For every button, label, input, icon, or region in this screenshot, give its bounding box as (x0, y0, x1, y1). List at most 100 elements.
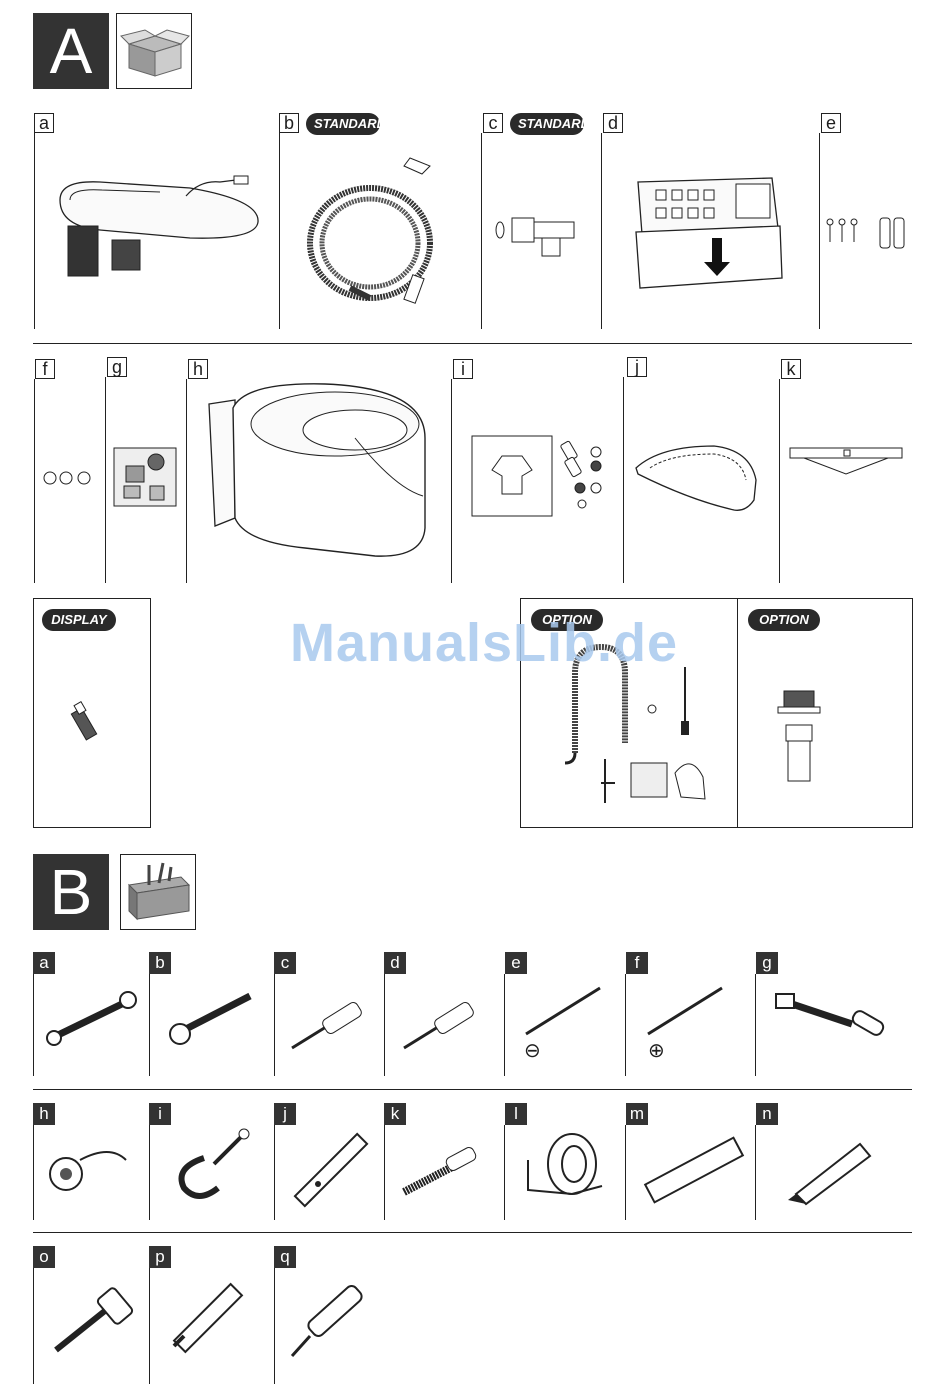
phillips-screwdriver-icon (284, 988, 384, 1058)
mounting-rail-illustration (790, 446, 910, 486)
divider (625, 974, 626, 1076)
standard-badge: STANDARD (510, 113, 584, 135)
display-badge: DISPLAY (42, 609, 116, 631)
tool-label-i: i (149, 1103, 171, 1125)
drill-icon (40, 1140, 140, 1210)
item-label-c: c (483, 113, 503, 133)
item-label-b: b (279, 113, 299, 133)
tool-label-j: j (274, 1103, 296, 1125)
divider (384, 974, 385, 1076)
option-badge: OPTION (748, 609, 820, 631)
item-label-d: d (603, 113, 623, 133)
watermark: ManualsLib.de (290, 612, 678, 674)
item-label-i: i (453, 359, 473, 379)
supply-hose-illustration (290, 148, 480, 318)
item-label-g: g (107, 357, 127, 377)
row-separator (33, 1089, 912, 1090)
small-phillips-screwdriver-icon (642, 982, 732, 1042)
ratchet-wrench-icon (772, 984, 892, 1054)
divider (451, 379, 452, 583)
divider (186, 379, 187, 583)
screws-and-batteries-illustration (824, 216, 914, 256)
divider (149, 1125, 150, 1220)
item-label-e: e (821, 113, 841, 133)
display-connector-illustration (70, 699, 110, 749)
tool-label-a: a (33, 952, 55, 974)
divider (105, 377, 106, 583)
divider (384, 1125, 385, 1220)
shower-toilet-seat-illustration (40, 160, 280, 300)
divider (625, 1125, 626, 1220)
adhesive-tape-icon (522, 1130, 612, 1210)
divider (33, 974, 34, 1076)
divider (274, 974, 275, 1076)
divider (601, 133, 602, 329)
item-label-j: j (627, 357, 647, 377)
pipe-cutter-icon (164, 1128, 264, 1208)
divider (779, 379, 780, 583)
box-icon (116, 13, 192, 89)
fitting-bag-illustration (112, 446, 182, 510)
adjustable-wrench-icon (160, 986, 270, 1056)
divider (504, 1125, 505, 1220)
row-separator (33, 1232, 912, 1233)
divider (149, 974, 150, 1076)
tool-label-h: h (33, 1103, 55, 1125)
open-end-wrench-icon (46, 990, 146, 1050)
tool-label-q: q (274, 1246, 296, 1268)
divider (33, 1125, 34, 1220)
tool-label-p: p (149, 1246, 171, 1268)
tool-label-d: d (384, 952, 406, 974)
nuts-and-washers-illustration (42, 468, 102, 488)
item-label-f: f (35, 359, 55, 379)
tool-label-e: e (505, 952, 527, 974)
tool-label-b: b (149, 952, 171, 974)
divider (33, 1268, 34, 1384)
section-b-title: B (33, 854, 109, 930)
pencil-icon (780, 1130, 890, 1210)
cover-plate-illustration (630, 440, 770, 520)
tool-label-g: g (756, 952, 778, 974)
file-rasp-icon (398, 1136, 498, 1206)
divider (34, 379, 35, 583)
divider (755, 974, 756, 1076)
divider (481, 133, 482, 329)
divider (279, 133, 280, 329)
ruler-icon (642, 1130, 752, 1210)
tool-label-n: n (756, 1103, 778, 1125)
section-a-title: A (33, 13, 109, 89)
option-panel-2: OPTION (737, 598, 913, 828)
divider (504, 974, 505, 1076)
angle-valve-illustration (492, 208, 592, 268)
utility-knife-icon (168, 1282, 258, 1362)
divider (274, 1268, 275, 1384)
small-flat-screwdriver-icon (520, 982, 610, 1042)
flat-screwdriver-icon (396, 988, 496, 1058)
item-label-a: a (34, 113, 54, 133)
template-and-bolts-illustration (472, 436, 622, 526)
divider (755, 1125, 756, 1220)
plus-symbol: ⊕ (648, 1038, 665, 1063)
spirit-level-icon (284, 1130, 384, 1210)
mallet-hammer-icon (50, 1290, 150, 1370)
minus-symbol: ⊖ (524, 1038, 541, 1063)
toolbox-icon (120, 854, 196, 930)
wall-hung-toilet-illustration (205, 378, 435, 568)
divider (623, 377, 624, 583)
cardboard-box-icon (117, 14, 193, 90)
display-panel: DISPLAY (33, 598, 151, 828)
divider (274, 1125, 275, 1220)
tool-label-o: o (33, 1246, 55, 1268)
divider (819, 133, 820, 329)
standard-badge: STANDARD (306, 113, 380, 135)
tool-label-l: l (505, 1103, 527, 1125)
sealant-cartridge-icon (288, 1284, 378, 1364)
item-label-k: k (781, 359, 801, 379)
divider (34, 133, 35, 329)
option-drain-fitting-illustration (776, 685, 836, 795)
tool-label-f: f (626, 952, 648, 974)
item-label-h: h (188, 359, 208, 379)
toolbox-illustration (121, 855, 197, 931)
divider (149, 1268, 150, 1384)
tool-label-c: c (274, 952, 296, 974)
